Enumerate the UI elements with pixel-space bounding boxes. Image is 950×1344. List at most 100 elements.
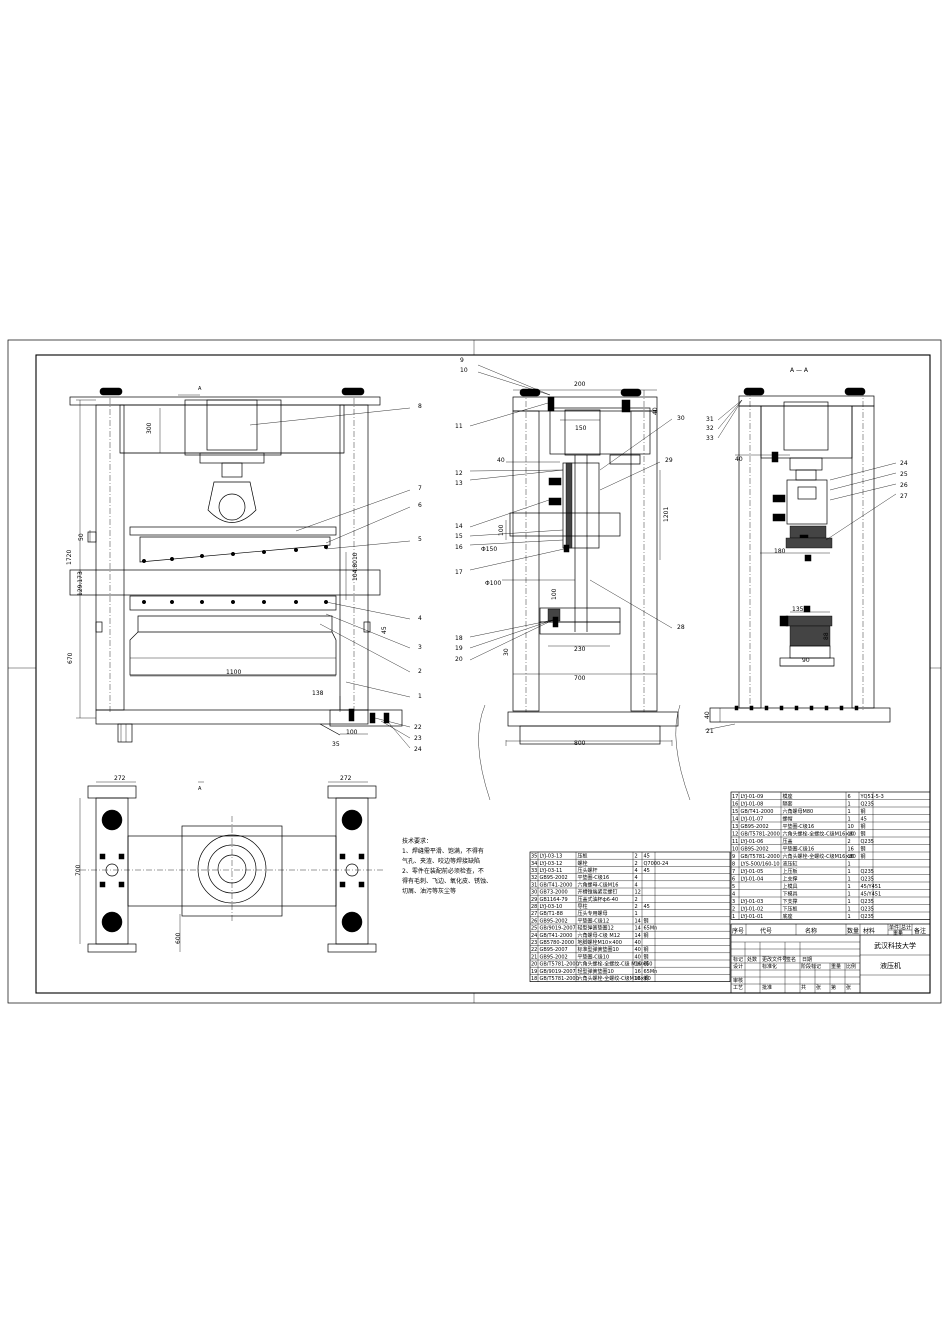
bom-cell: 1 <box>848 899 851 905</box>
bom-cell: 六角螺母-C级M16 <box>578 881 619 888</box>
bom-cell: 4 <box>635 882 638 888</box>
bom-cell: GB95-2002 <box>741 846 769 852</box>
bom-cell: LYJ-01-06 <box>741 839 764 845</box>
dim-138: 138 <box>312 690 324 697</box>
bom-cell: 14 <box>635 918 641 924</box>
header-qty: 数量 <box>847 927 859 935</box>
dim-35: 35 <box>332 741 340 748</box>
bom-cell: 28 <box>531 904 537 910</box>
header-name: 名称 <box>805 927 817 935</box>
header-weight: 重量 <box>893 930 903 937</box>
bom-cell: 1 <box>848 876 851 882</box>
bom-cell: GB/T41-2000 <box>540 882 573 888</box>
bom-cell: 压盖 <box>783 838 793 845</box>
balloon-28: 28 <box>677 624 685 631</box>
bom-cell: GB/T41-2000 <box>540 933 573 939</box>
tech-req-line: 切屑、油污等灰尘等 <box>402 887 456 895</box>
balloon-25: 25 <box>900 471 908 478</box>
bom-cell: 螺栓 <box>578 860 588 867</box>
bom-cell: 35 <box>531 854 537 860</box>
balloon-21: 21 <box>706 728 714 735</box>
balloon-16: 16 <box>455 544 463 551</box>
tb-label: 张 <box>846 984 851 991</box>
balloon-19: 19 <box>455 645 463 652</box>
tb-label: 批准 <box>762 984 772 991</box>
section-view <box>704 387 897 731</box>
bom-cell: 10 <box>848 824 854 830</box>
bom-cell: LYJ-01-05 <box>741 869 764 875</box>
bom-cell: 轻型弹簧垫圈10 <box>578 968 614 975</box>
top-view <box>79 781 384 953</box>
bom-cell: Q235 <box>861 876 874 882</box>
bom-cell: 16 <box>848 854 854 860</box>
dim-150: 150 <box>575 425 587 432</box>
tb-label: 比例 <box>846 963 856 970</box>
bom-cell: 1 <box>848 861 851 867</box>
bom-cell: 45 <box>861 816 867 822</box>
balloon-31: 31 <box>706 416 714 423</box>
bom-cell: 平垫圈-C级10 <box>578 953 610 960</box>
bom-cell: 平垫圈-C级16 <box>783 823 815 830</box>
bom-cell: 钢 <box>644 961 649 968</box>
bom-cell: 14 <box>732 816 738 822</box>
balloon-8: 8 <box>418 403 422 410</box>
bom-cell: 29 <box>531 897 537 903</box>
bom-cell: 9 <box>732 854 735 860</box>
bom-cell: YQ51-5-3 <box>860 794 884 800</box>
tech-req-line: 2、零件在装配前必须检查，不 <box>402 867 484 875</box>
tb-label: 共 <box>801 984 806 991</box>
dim-50: 50 <box>78 533 85 541</box>
bom-cell: 钢 <box>644 953 649 960</box>
tb-label: 第 <box>831 984 836 991</box>
bom-cell: GB/T5781-2000 <box>540 976 579 982</box>
tb-label: 设计 <box>733 963 743 970</box>
dim-700: 700 <box>574 675 586 682</box>
bom-cell: 45 <box>644 868 650 874</box>
balloon-27: 27 <box>900 493 908 500</box>
balloon-13: 13 <box>455 480 463 487</box>
bom-cell: 六角头螺栓-全螺纹-C级M16×80 <box>783 853 856 860</box>
balloon-4: 4 <box>418 615 422 622</box>
bom-cell: 压盖式油杯ф6-40 <box>578 896 619 903</box>
bom-cell: GB5780-2000 <box>540 940 575 946</box>
bom-cell: 26 <box>531 918 537 924</box>
dim-40b: 40 <box>704 711 711 719</box>
header-code: 代号 <box>760 927 772 935</box>
bom-cell: 45/Y451 <box>861 884 882 890</box>
bom-cell: GB/9019-2007 <box>540 969 576 975</box>
section-mark-a-top: A <box>198 786 202 792</box>
tb-label: 标记 <box>733 956 743 963</box>
bom-cell: 7 <box>732 869 735 875</box>
bom-cell: 下支撑 <box>783 898 798 905</box>
bom-cell: 下模具 <box>783 890 798 897</box>
dim-272b: 272 <box>340 775 352 782</box>
bom-cell: LYJ-01-04 <box>741 876 764 882</box>
bom-cell: 1 <box>848 906 851 912</box>
dim-phi150: Φ150 <box>481 546 497 553</box>
bom-cell: 2 <box>635 904 638 910</box>
balloon-26: 26 <box>900 482 908 489</box>
bom-cell: GB95-2002 <box>540 875 568 881</box>
bom-cell: 六角头螺栓-全螺纹-C级M10×60 <box>578 975 651 982</box>
balloon-7: 7 <box>418 485 422 492</box>
bom-cell: 22 <box>531 947 537 953</box>
bom-cell: 标准型弹簧垫圈10 <box>578 946 619 953</box>
dim-40b: 40 <box>497 457 505 464</box>
bom-cell: 钢 <box>644 975 649 982</box>
dim-700: 700 <box>75 864 82 876</box>
bom-cell: 2 <box>635 861 638 867</box>
bom-cell: LYJ-03-10 <box>540 904 563 910</box>
bom-cell: GB/T5781-2000 <box>540 962 579 968</box>
bom-cell: 12 <box>732 831 738 837</box>
dim-100b: 100 <box>551 588 558 600</box>
bom-cell: 模座 <box>783 793 793 800</box>
tb-label: 张 <box>816 984 821 991</box>
dim-230: 230 <box>574 646 586 653</box>
bom-cell: 45/Y451 <box>861 891 882 897</box>
tb-label: 阶段标记 <box>801 963 821 970</box>
dim-phi100: Φ100 <box>485 580 501 587</box>
bom-cell: 开槽锥端紧定螺钉 <box>578 889 618 896</box>
balloon-20: 20 <box>455 656 463 663</box>
bom-cell: 2 <box>732 906 735 912</box>
bom-cell: LYJ-01-02 <box>741 906 764 912</box>
